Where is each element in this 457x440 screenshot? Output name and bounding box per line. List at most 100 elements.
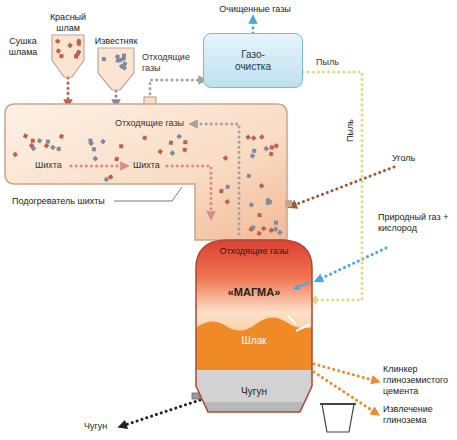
particle <box>93 156 99 162</box>
particle <box>269 228 275 234</box>
particle <box>121 56 127 62</box>
gas-oxygen-arrow <box>318 248 386 280</box>
particle <box>76 38 81 43</box>
flow-connector <box>150 80 203 104</box>
particle <box>55 38 61 44</box>
particle <box>257 231 262 236</box>
particle <box>122 61 127 66</box>
particle <box>74 52 80 58</box>
particle <box>274 221 278 225</box>
hopper: Красный шлам <box>46 12 90 78</box>
furnace-label: Отходящие газы <box>214 246 294 257</box>
particle <box>251 135 257 141</box>
hopper-shape <box>46 34 90 78</box>
particle <box>157 149 163 155</box>
particle <box>59 54 63 58</box>
particle <box>170 150 176 156</box>
charge-flow-arrow <box>71 165 125 168</box>
annotation-label: Клинкер глиноземистого цемента <box>383 364 455 397</box>
particle <box>56 146 61 151</box>
furnace-outline <box>196 240 312 412</box>
hopper: Известняк <box>92 36 140 91</box>
injection-arrow <box>296 324 310 331</box>
edge-label: Пыль <box>316 57 356 68</box>
gas-cleaning-box: Газо-очистка <box>203 33 303 88</box>
preheater-label: Шихта <box>35 160 62 171</box>
pig-iron-layer <box>196 370 312 414</box>
particle <box>114 157 119 162</box>
particle <box>269 151 274 156</box>
furnace-shape <box>196 236 312 412</box>
particle <box>142 135 147 140</box>
flow-connector <box>115 91 118 104</box>
furnace-label: Чугун <box>204 386 304 397</box>
ladle-rim <box>320 403 356 405</box>
particle <box>169 140 173 144</box>
hopper-label: Красный шлам <box>46 12 90 34</box>
particle <box>263 146 269 152</box>
particle <box>249 202 254 207</box>
annotation-label: Извлечение глинозема <box>383 404 455 426</box>
particle <box>250 153 255 158</box>
annotation-label: Чугун <box>84 421 118 432</box>
hopper-label: Известняк <box>92 36 140 47</box>
edge-label: Отходящие газы <box>142 52 202 74</box>
flow-connector <box>67 78 70 104</box>
box-label: Газо-очистка <box>225 49 281 73</box>
annotation-label: Очищенные газы <box>213 4 297 15</box>
gas-flow-arrow <box>193 124 239 234</box>
leader-line <box>114 187 182 201</box>
furnace-label: Шлак <box>204 335 304 346</box>
annotation-label: Подогреватель шихты <box>12 196 116 207</box>
furnace-label: «МАГМА» <box>204 286 304 299</box>
particle <box>273 226 279 232</box>
slag-layer <box>196 317 316 372</box>
particle <box>265 200 270 205</box>
particle <box>31 146 37 152</box>
annotation-label: Природный газ + кислород <box>378 212 454 234</box>
particle <box>246 173 251 178</box>
particle <box>251 225 256 230</box>
pig-iron-arrow <box>122 400 200 426</box>
injection-arrow <box>288 316 296 324</box>
preheater-label: Шихта <box>133 160 160 171</box>
preheater-body <box>5 104 287 240</box>
particle <box>223 155 229 161</box>
particle <box>67 43 73 49</box>
particle <box>100 139 106 145</box>
particle <box>115 58 120 63</box>
particle <box>23 133 28 138</box>
particle <box>104 177 110 183</box>
particle <box>56 48 61 53</box>
particle <box>259 134 265 140</box>
particle <box>46 140 50 144</box>
particle <box>44 143 50 149</box>
particle <box>183 140 187 144</box>
particle <box>225 184 230 189</box>
particle <box>245 134 251 140</box>
particle <box>37 138 42 143</box>
clean-gas-arrow <box>252 19 255 33</box>
particle <box>102 57 107 62</box>
particle <box>121 65 127 71</box>
hopper-body <box>98 48 134 90</box>
particle <box>176 134 182 140</box>
particle <box>92 147 96 151</box>
particle <box>259 183 265 189</box>
particle <box>182 147 187 152</box>
particle <box>224 199 230 205</box>
particle <box>274 143 279 148</box>
particle <box>252 148 257 153</box>
particle <box>219 189 224 194</box>
particle <box>261 226 267 232</box>
annotation-label: Пыль <box>344 119 355 142</box>
coal-arrow <box>292 167 394 206</box>
particle <box>119 144 123 148</box>
particle <box>258 213 262 217</box>
particle <box>270 145 274 149</box>
particle <box>88 141 94 147</box>
hopper-shape <box>92 47 140 91</box>
hopper-body <box>52 35 84 77</box>
charge-preheater: Отходящие газыШихтаШихта <box>5 104 287 240</box>
particle <box>59 134 64 139</box>
